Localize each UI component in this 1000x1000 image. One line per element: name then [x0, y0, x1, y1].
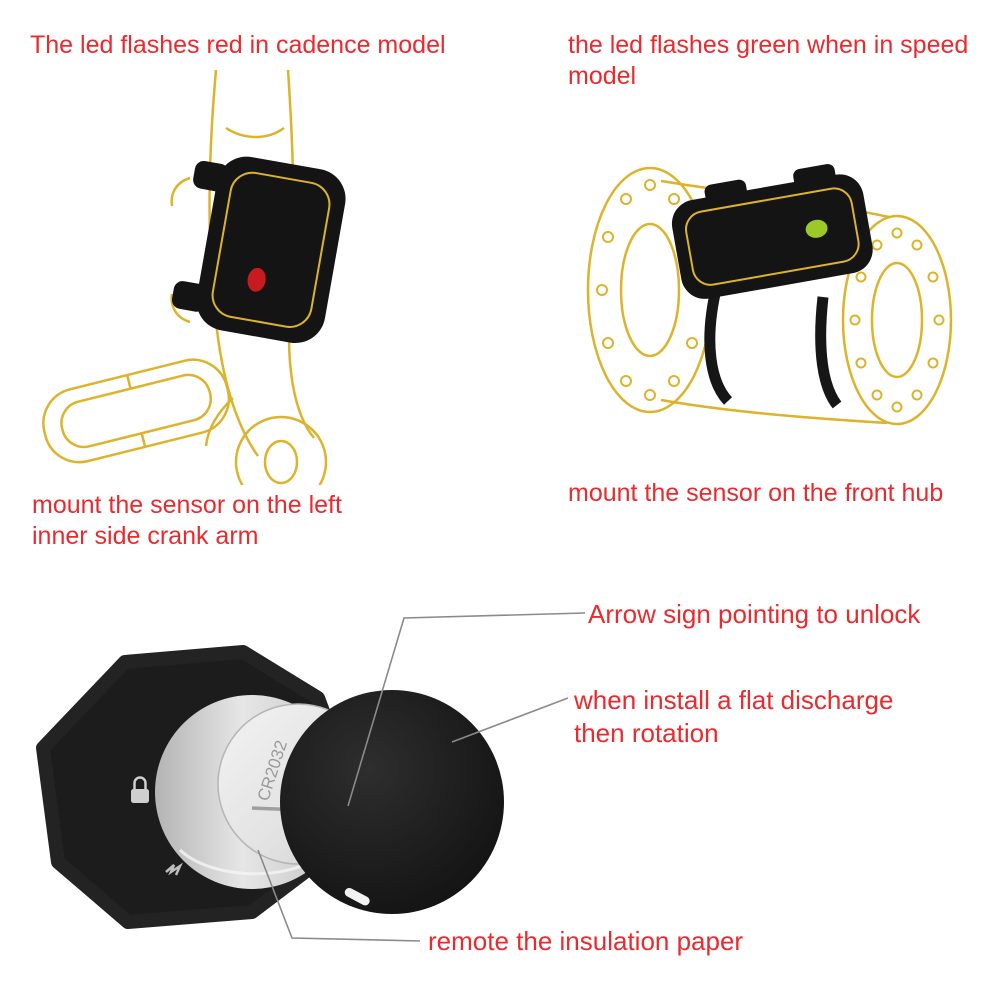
leader-line-install: [451, 697, 569, 743]
install-annotation-line1: when install a flat discharge: [574, 685, 894, 715]
front-hub-illustration: [586, 163, 953, 426]
cadence-bottom-caption: mount the sensor on the left inner side …: [32, 491, 342, 551]
sensor-battery-illustration: CR2032: [36, 612, 586, 942]
cadence-top-caption: The led flashes red in cadence model: [30, 31, 446, 59]
brand-mark: [165, 862, 183, 876]
red-led-icon: [247, 267, 266, 292]
speed-top-caption: the led flashes green when in speed mode…: [568, 31, 969, 91]
green-led-icon: [805, 219, 828, 238]
sensor-body: [671, 174, 873, 299]
spoke-holes-right: [849, 227, 945, 413]
leader-line-unlock: [347, 612, 586, 807]
crank-arm-illustration: [42, 70, 346, 485]
cadence-sensor: [171, 156, 346, 344]
sensor-body: [196, 156, 346, 344]
leader-line-insulation: [257, 849, 421, 942]
cap-notch: [344, 887, 370, 906]
unlock-annotation: Arrow sign pointing to unlock: [588, 599, 921, 629]
sensor-strap-left: [704, 283, 733, 405]
insulation-annotation: remote the insulation paper: [428, 926, 744, 956]
speed-bottom-caption: mount the sensor on the front hub: [568, 479, 944, 507]
install-annotation: when install a flat discharge then rotat…: [574, 684, 934, 749]
speed-sensor: [671, 163, 873, 299]
sensor-strap-right: [815, 296, 842, 409]
install-annotation-line2: then rotation: [574, 717, 719, 748]
lock-icon: [131, 776, 149, 803]
battery-cap: [280, 690, 504, 914]
